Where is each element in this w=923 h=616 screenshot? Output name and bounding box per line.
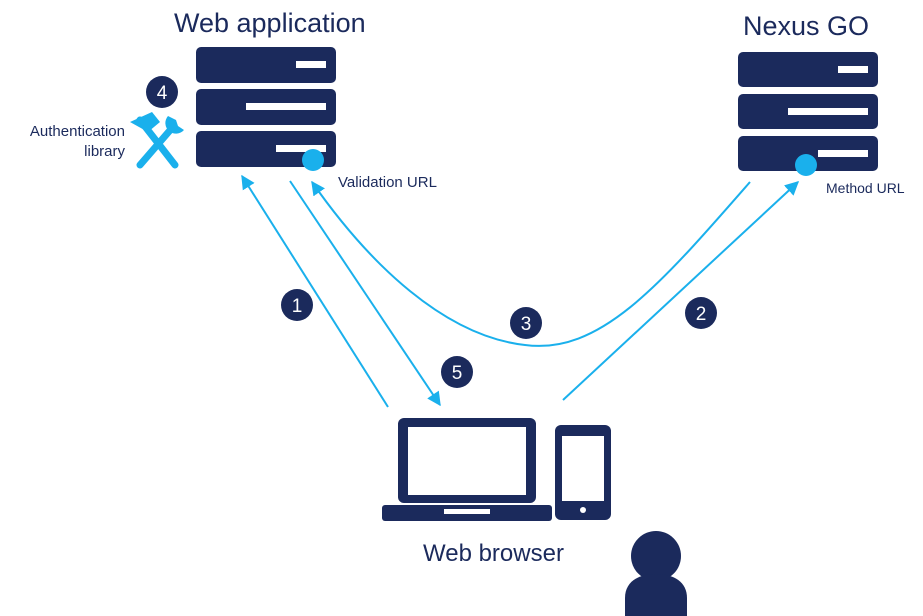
web-app-server-icon <box>196 47 336 167</box>
authentication-library-line1: Authentication <box>29 123 125 140</box>
arrow-5 <box>289 180 441 407</box>
nexus-server-icon <box>738 52 878 171</box>
method-url-endpoint-icon <box>795 154 817 176</box>
step-2-badge: 2 <box>685 297 717 329</box>
svg-text:2: 2 <box>696 304 707 325</box>
web-browser-title: Web browser <box>423 540 564 567</box>
method-url-label: Method URL <box>826 180 905 196</box>
step-1-badge: 1 <box>281 289 313 321</box>
phone-icon <box>555 425 611 520</box>
step-4-badge: 4 <box>146 76 178 108</box>
arrow-1 <box>241 174 389 408</box>
step-3-badge: 3 <box>510 307 542 339</box>
svg-text:3: 3 <box>521 314 532 335</box>
svg-text:1: 1 <box>292 296 303 317</box>
laptop-icon <box>382 418 552 521</box>
validation-url-endpoint-icon <box>302 149 324 171</box>
svg-text:5: 5 <box>452 363 463 384</box>
authentication-library-label: Authentication library <box>30 122 125 162</box>
step-5-badge: 5 <box>441 356 473 388</box>
arrow-3 <box>311 180 751 347</box>
tools-icon <box>130 112 184 169</box>
authentication-library-line2: library <box>84 143 125 160</box>
web-application-title: Web application <box>174 8 366 38</box>
svg-text:4: 4 <box>157 83 168 104</box>
user-icon <box>625 531 687 616</box>
arrow-2 <box>562 181 800 401</box>
validation-url-label: Validation URL <box>338 174 437 191</box>
nexus-go-title: Nexus GO <box>743 11 870 41</box>
